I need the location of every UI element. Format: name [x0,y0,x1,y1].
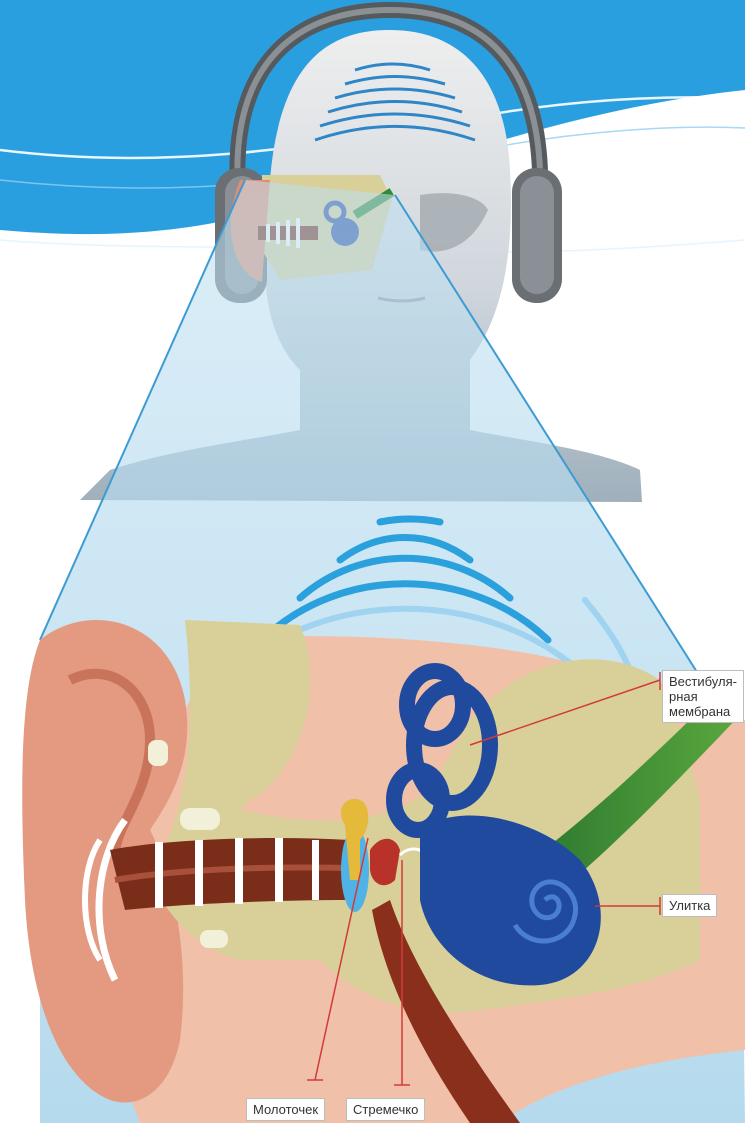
label-vestibular-line-3: мембрана [669,704,737,719]
label-malleus: Молоточек [246,1098,325,1121]
label-stapes: Стремечко [346,1098,425,1121]
label-vestibular-membrane: Вестибуля- рная мембрана [662,670,744,723]
ear-cross-section [22,620,745,1123]
label-vestibular-line-1: Вестибуля- [669,674,737,689]
label-cochlea: Улитка [662,894,717,917]
label-vestibular-line-2: рная [669,689,737,704]
